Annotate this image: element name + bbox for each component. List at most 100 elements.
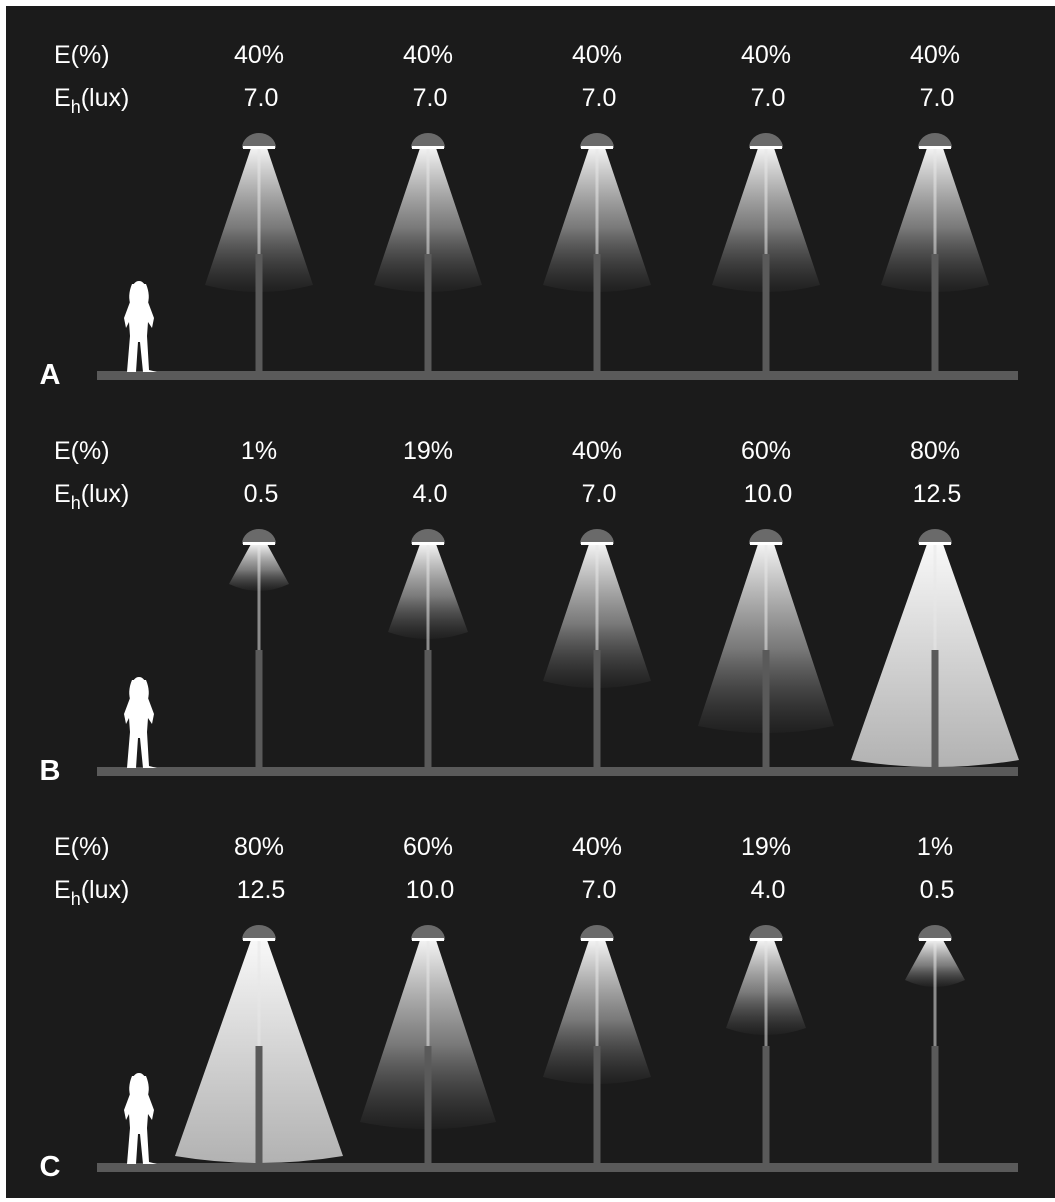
lamp-lux-label: 0.5 (920, 876, 955, 904)
street-lamp (175, 925, 343, 1168)
street-lamp (205, 133, 313, 376)
lamp-head (749, 529, 783, 544)
lamp-pole (424, 650, 432, 772)
lamp-pole (593, 650, 601, 772)
lamp-pole (762, 1046, 770, 1168)
lux-header-label: Eh(lux) (54, 876, 129, 909)
person-hair (129, 284, 149, 306)
lamp-head (749, 133, 783, 148)
lamp-pole-upper (764, 148, 768, 254)
lux-header-label: Eh(lux) (54, 84, 129, 117)
lamp-head (242, 925, 276, 940)
person-silhouette (124, 1073, 157, 1164)
lamp-glow (581, 938, 613, 941)
lamp-head (580, 133, 614, 148)
lamp-pole (424, 1046, 432, 1168)
lamp-glow (919, 146, 951, 149)
street-lamp (388, 529, 468, 772)
street-lamp (360, 925, 496, 1168)
lamp-pole-upper (426, 940, 430, 1046)
person-body (124, 1094, 157, 1164)
street-lamp (712, 133, 820, 376)
lamp-pole-upper (426, 148, 430, 254)
lamp-glow (750, 938, 782, 941)
lamp-pole (593, 1046, 601, 1168)
lamp-head (411, 133, 445, 148)
street-lamp (726, 925, 806, 1168)
lamp-glow (919, 542, 951, 545)
lamp-percent-label: 40% (572, 437, 622, 465)
lamp-glow (412, 542, 444, 545)
lamp-pole (762, 254, 770, 376)
lamp-percent-label: 19% (403, 437, 453, 465)
lamp-pole-upper (426, 544, 430, 650)
lamp-pole (931, 254, 939, 376)
ground-line (97, 371, 1018, 380)
percent-header-label: E(%) (54, 833, 110, 861)
lamp-pole (255, 650, 263, 772)
panel-letter: A (40, 359, 61, 391)
lamp-pole (424, 254, 432, 376)
lamp-pole (255, 254, 263, 376)
lamp-pole-upper (595, 544, 599, 650)
lamp-pole-upper (257, 544, 261, 650)
lamp-glow (919, 938, 951, 941)
panel-a: E(%)Eh(lux)A40%7.040%7.040%7.040%7.040%7… (40, 41, 1018, 391)
panel-b: E(%)Eh(lux)B1%0.519%4.040%7.060%10.080%1… (40, 437, 1019, 787)
lamp-pole-upper (595, 940, 599, 1046)
lamp-head (242, 133, 276, 148)
lamp-glow (750, 146, 782, 149)
lamp-lux-label: 12.5 (913, 480, 962, 508)
lamp-percent-label: 40% (403, 41, 453, 69)
person-silhouette (124, 677, 157, 768)
ground-line (97, 767, 1018, 776)
diagram-canvas: E(%)Eh(lux)A40%7.040%7.040%7.040%7.040%7… (40, 41, 1019, 1183)
lamp-head (918, 133, 952, 148)
person-body (124, 302, 157, 372)
lamp-pole-upper (933, 940, 937, 1046)
person-hair (129, 680, 149, 702)
lamp-lux-label: 12.5 (237, 876, 286, 904)
lamp-glow (581, 542, 613, 545)
lamp-lux-label: 7.0 (582, 480, 617, 508)
lamp-percent-label: 60% (403, 833, 453, 861)
lamp-lux-label: 10.0 (406, 876, 455, 904)
lamp-head (580, 529, 614, 544)
lamp-pole (593, 254, 601, 376)
lamp-head (411, 529, 445, 544)
lamp-percent-label: 19% (741, 833, 791, 861)
lamp-percent-label: 40% (910, 41, 960, 69)
lamp-pole (762, 650, 770, 772)
lamp-glow (750, 542, 782, 545)
panel-c: E(%)Eh(lux)C80%12.560%10.040%7.019%4.01%… (40, 833, 1018, 1183)
person-hair (129, 1076, 149, 1098)
lamp-glow (243, 938, 275, 941)
lamp-pole-upper (933, 544, 937, 650)
lamp-percent-label: 40% (572, 833, 622, 861)
lamp-pole-upper (933, 148, 937, 254)
lamp-glow (412, 938, 444, 941)
lamp-percent-label: 60% (741, 437, 791, 465)
lamp-head (411, 925, 445, 940)
percent-header-label: E(%) (54, 437, 110, 465)
street-lamp (374, 133, 482, 376)
lamp-lux-label: 7.0 (582, 876, 617, 904)
person-body (124, 698, 157, 768)
street-lamp (851, 529, 1019, 772)
lamp-glow (243, 542, 275, 545)
lamp-glow (581, 146, 613, 149)
street-lamp (543, 925, 651, 1168)
lamp-percent-label: 1% (241, 437, 277, 465)
lamp-pole-upper (257, 940, 261, 1046)
lamp-pole-upper (595, 148, 599, 254)
panel-letter: B (40, 755, 61, 787)
lamp-lux-label: 4.0 (413, 480, 448, 508)
lamp-pole (931, 650, 939, 772)
lamp-pole-upper (764, 940, 768, 1046)
lamp-lux-label: 7.0 (920, 84, 955, 112)
lamp-head (749, 925, 783, 940)
lamp-lux-label: 7.0 (582, 84, 617, 112)
lamp-pole-upper (764, 544, 768, 650)
street-lamp (229, 529, 289, 772)
lamp-head (580, 925, 614, 940)
